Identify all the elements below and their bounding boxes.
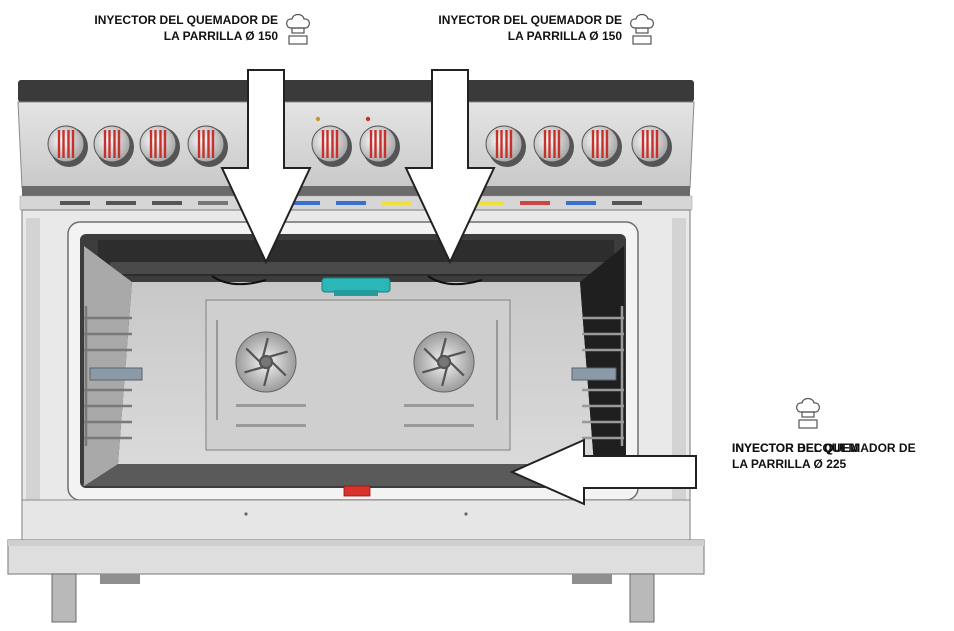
- chef-hat-icon: [796, 397, 820, 429]
- knob-icon: [581, 125, 622, 167]
- knob-icon: [631, 125, 672, 167]
- arrow-top-left: [220, 69, 312, 265]
- cooktop: [18, 80, 694, 102]
- rack-clips: [89, 367, 617, 381]
- knob-icon: [93, 125, 134, 167]
- injector-label-line2: LA PARRILLA Ø 150: [163, 29, 278, 43]
- oven-plinth: [7, 499, 705, 575]
- door-latch: [343, 485, 371, 497]
- fan-bracket: [321, 277, 391, 296]
- knob-icon: [311, 125, 352, 167]
- chef-hat-icon: [630, 13, 654, 45]
- injector-label-bottom-right: INYECTOR DEL QUEMADOR DE INYECTOR BECQUE…: [732, 440, 916, 472]
- injector-label-line2: LA PARRILLA Ø 150: [507, 29, 622, 43]
- chef-hat-icon: [286, 13, 310, 45]
- knob-icon: [139, 125, 180, 167]
- knob-icon: [187, 125, 228, 167]
- fan-left: [235, 331, 297, 393]
- arrow-bottom-right: [509, 438, 697, 506]
- rack-rails-right: [582, 306, 624, 446]
- injector-label-line1: INYECTOR DEL QUEMADOR DE INYECTOR BECQUE…: [732, 440, 916, 456]
- fan-right: [413, 331, 475, 393]
- injector-label-line1-overlap: INYECTOR BECQUEM: [732, 441, 859, 455]
- rack-rails-left: [84, 306, 132, 446]
- injector-label-line1-text: INYECTOR DEL QUEMADOR DE: [732, 441, 916, 455]
- arrow-top-right: [404, 69, 496, 265]
- oven-feet: [51, 573, 655, 623]
- ceiling-hooks: [211, 275, 483, 286]
- knob-icon: [359, 125, 400, 167]
- injector-label-top-right: INYECTOR DEL QUEMADOR DE LA PARRILLA Ø 1…: [378, 12, 622, 44]
- fan-panel-details: [216, 320, 498, 427]
- injector-label-top-left: INYECTOR DEL QUEMADOR DE LA PARRILLA Ø 1…: [40, 12, 278, 44]
- injector-label-line1: INYECTOR DEL QUEMADOR DE: [94, 13, 278, 27]
- injector-label-line2: LA PARRILLA Ø 225: [732, 457, 847, 471]
- knob-icon: [485, 125, 526, 167]
- control-knobs: [47, 116, 672, 167]
- injector-label-line1: INYECTOR DEL QUEMADOR DE: [438, 13, 622, 27]
- knob-icon: [47, 125, 88, 167]
- knob-icon: [533, 125, 574, 167]
